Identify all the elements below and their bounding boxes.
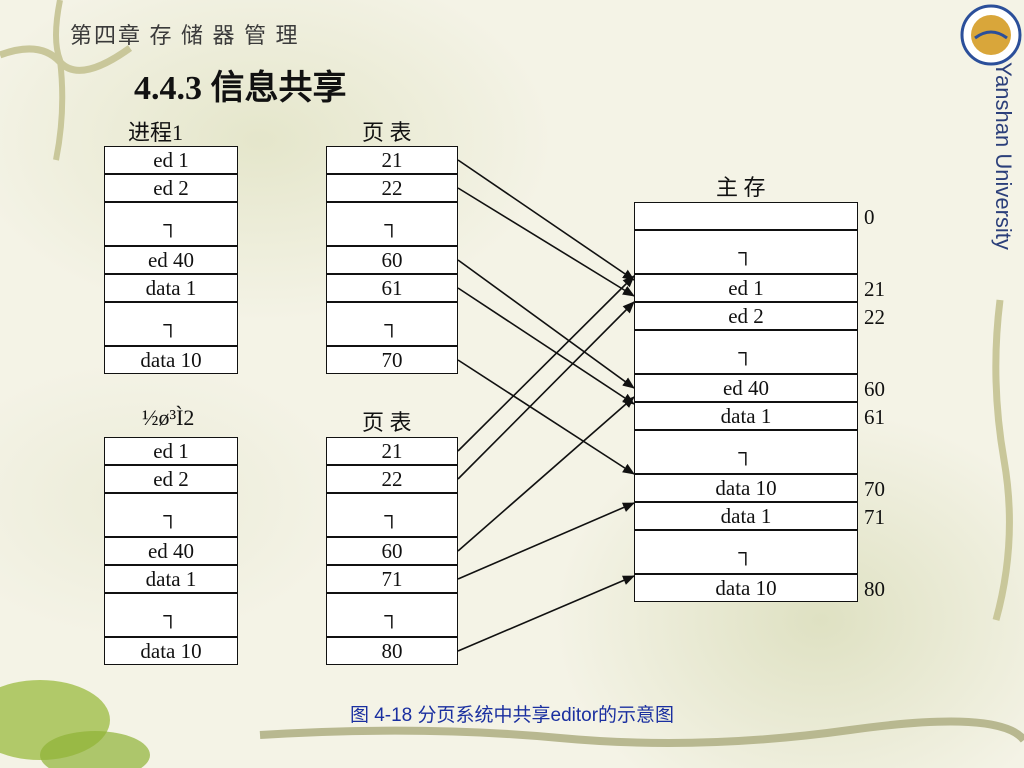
process1-row: ┐ [104,302,238,346]
pagetable1-row: 61 [326,274,458,302]
process2-row: data 1 [104,565,238,593]
memory-title: 主 存 [716,175,766,200]
figure-caption: 图 4-18 分页系统中共享editor的示意图 [349,705,675,726]
section-title: 4.4.3 信息共享 [134,70,347,107]
pagetable2-title: 页 表 [362,410,412,435]
arrow [457,359,635,475]
process2-row: ed 2 [104,465,238,493]
university-logo-icon [960,4,1022,66]
pagetable2-row: 21 [326,437,458,465]
memory-address: 22 [864,305,885,329]
memory-row: data 1 [634,502,858,530]
process1-row: ed 40 [104,246,238,274]
pagetable1-row: ┐ [326,302,458,346]
arrow [457,396,635,552]
memory-row [634,202,858,230]
memory-row: ┐ [634,530,858,574]
process1-title: 进程1 [128,120,184,145]
memory-row: ┐ [634,430,858,474]
pagetable1-row: 22 [326,174,458,202]
pagetable2-row: 22 [326,465,458,493]
pagetable2-row: 80 [326,637,458,665]
arrow [457,275,635,452]
pagetable2-row: 60 [326,537,458,565]
pagetable2-row: ┐ [326,593,458,637]
pagetable1-row: ┐ [326,202,458,246]
memory-address: 21 [864,277,885,301]
memory-row: ┐ [634,330,858,374]
arrow [457,301,635,480]
memory-address: 80 [864,577,885,601]
memory-address: 0 [864,205,875,229]
arrow [457,575,635,652]
arrow [457,287,635,405]
process2-row: ┐ [104,593,238,637]
pagetable1-row: 70 [326,346,458,374]
memory-row: data 1 [634,402,858,430]
memory-row: data 10 [634,574,858,602]
process2-row: ed 40 [104,537,238,565]
memory-row: ed 1 [634,274,858,302]
memory-address: 61 [864,405,885,429]
arrow [457,187,635,297]
chapter-title: 第四章 存 储 器 管 理 [70,23,300,48]
process1-row: data 10 [104,346,238,374]
process2-row: ┐ [104,493,238,537]
pagetable1-row: 21 [326,146,458,174]
memory-address: 71 [864,505,885,529]
pagetable2-row: 71 [326,565,458,593]
arrow [457,159,635,281]
memory-row: data 10 [634,474,858,502]
pagetable2-row: ┐ [326,493,458,537]
process1-row: data 1 [104,274,238,302]
process1-row: ┐ [104,202,238,246]
university-name: Yanshan University [991,62,1016,250]
pagetable1-row: 60 [326,246,458,274]
process1-row: ed 2 [104,174,238,202]
process2-title: ½ø³Ì2 [142,405,195,430]
memory-row: ed 40 [634,374,858,402]
process2-row: ed 1 [104,437,238,465]
process2-row: data 10 [104,637,238,665]
arrow [457,259,635,389]
pagetable1-title: 页 表 [362,120,412,145]
memory-address: 70 [864,477,885,501]
process1-row: ed 1 [104,146,238,174]
memory-address: 60 [864,377,885,401]
memory-row: ed 2 [634,302,858,330]
memory-row: ┐ [634,230,858,274]
arrow [457,502,635,580]
